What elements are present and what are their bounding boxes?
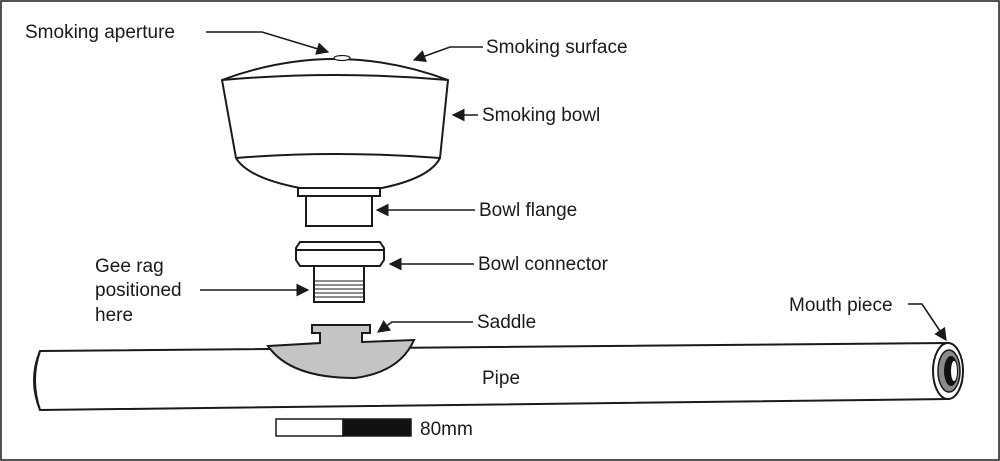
label-smoking-bowl: Smoking bowl	[482, 105, 600, 126]
scale-bar-light-segment	[275, 418, 344, 437]
label-pipe: Pipe	[482, 368, 520, 389]
arrow-smoking-aperture	[206, 31, 330, 55]
mouth-piece-end	[932, 342, 964, 400]
pipe-body	[33, 341, 949, 412]
smoking-bowl	[220, 54, 450, 189]
leader-arrows	[200, 31, 947, 342]
label-mouth-piece: Mouth piece	[789, 295, 893, 316]
label-bowl-flange: Bowl flange	[479, 200, 577, 221]
label-smoking-surface: Smoking surface	[486, 37, 628, 58]
label-saddle: Saddle	[477, 312, 536, 333]
scale-bar-label: 80mm	[420, 419, 473, 440]
arrow-saddle	[376, 320, 473, 333]
label-gee-rag-line3: here	[95, 305, 133, 326]
bowl-connector	[295, 241, 385, 303]
label-gee-rag-line1: Gee rag	[95, 256, 164, 277]
scale-bar-dark-segment	[342, 418, 412, 437]
saddle	[266, 324, 416, 380]
arrow-mouth-piece	[908, 303, 947, 342]
arrow-smoking-surface	[412, 46, 483, 63]
scale-bar: 80mm	[275, 418, 473, 440]
label-smoking-aperture: Smoking aperture	[25, 22, 175, 43]
bowl-flange	[297, 187, 381, 227]
label-gee-rag-line2: positioned	[95, 280, 182, 301]
smoking-aperture-hole	[333, 54, 351, 62]
label-bowl-connector: Bowl connector	[478, 254, 609, 275]
